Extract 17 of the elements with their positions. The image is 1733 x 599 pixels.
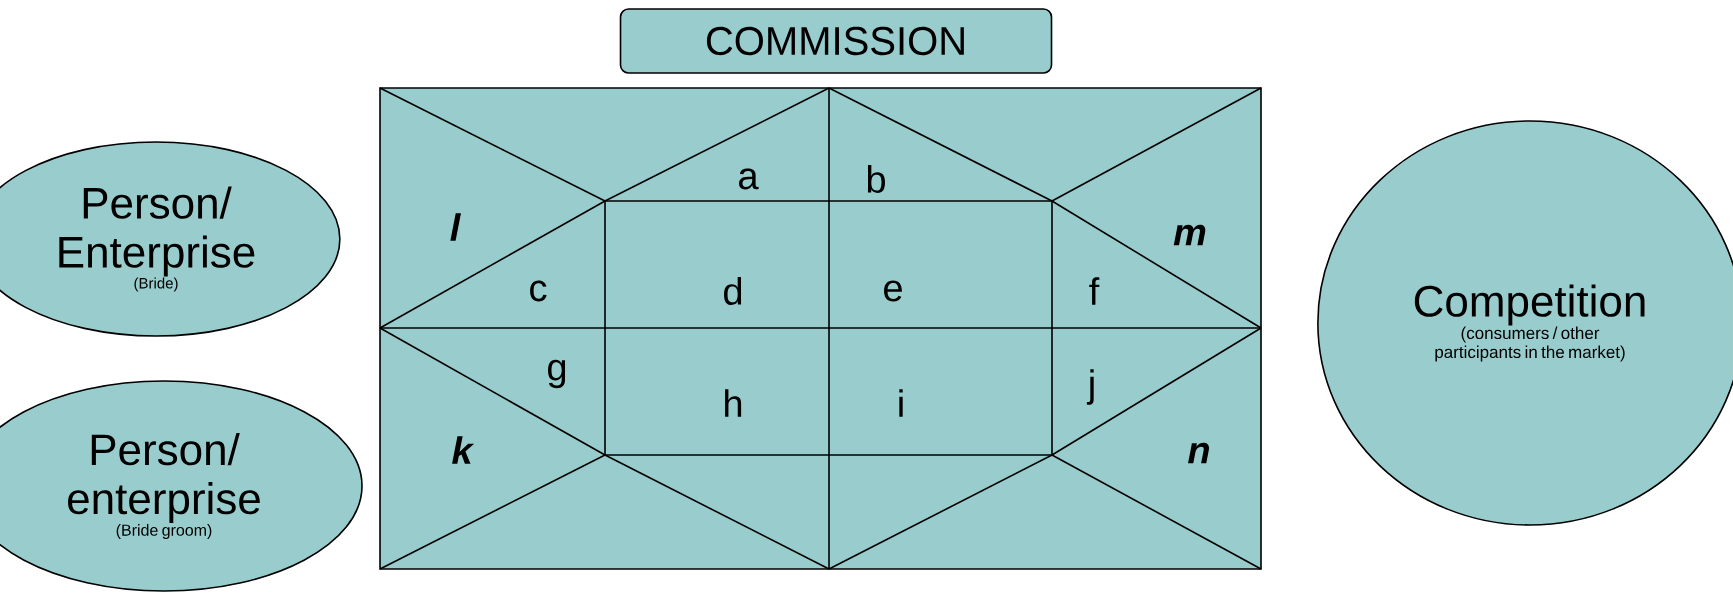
region-letter: h [725,389,742,417]
region-letter: a [739,168,759,190]
title-box: COMMISSION [619,8,1053,74]
region-letter: e [884,280,902,302]
region-letter: n [1188,442,1209,464]
region-letter: j [1086,369,1094,405]
region-letter: d [724,277,742,305]
region-letter: c [530,280,547,302]
region-letter: g [548,359,566,389]
region-letter: m [1173,224,1206,246]
region-letter: l [450,213,461,241]
ellipse-node: Person/ enterprise (Bride groom) [0,380,363,592]
region-letter: k [452,436,475,464]
region-letter: i [899,389,903,417]
region-letter: b [867,165,885,193]
ellipse-node: Competition (consumers / other participants in the market) [1317,120,1733,526]
region-letter: f [1089,277,1100,305]
